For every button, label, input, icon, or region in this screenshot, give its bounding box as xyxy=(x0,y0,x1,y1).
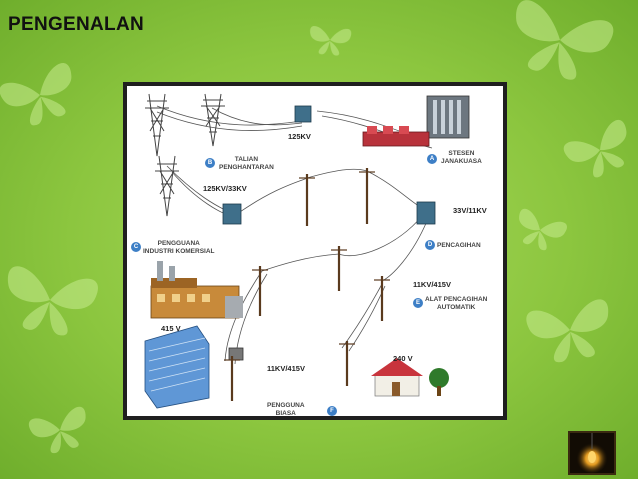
component-label: PENGGUANA INDUSTRI KOMERSIAL xyxy=(143,240,215,255)
component-label: PENGGUNA BIASA xyxy=(267,402,305,417)
voltage-label: 240 V xyxy=(393,354,413,363)
component-label: PENCAGIHAN xyxy=(437,242,481,249)
component-badge: A xyxy=(427,154,437,164)
component-badge: F xyxy=(327,406,337,416)
voltage-label: 11KV/415V xyxy=(413,280,451,289)
slide-title: PENGENALAN xyxy=(8,14,145,35)
component-label: ALAT PENCAGIHAN AUTOMATIK xyxy=(425,296,488,311)
light-bulb-icon xyxy=(568,431,616,475)
butterfly-icon xyxy=(27,405,94,458)
voltage-label: 415 V xyxy=(161,324,181,333)
voltage-label: 125KV xyxy=(288,132,311,141)
butterfly-icon xyxy=(502,0,616,88)
voltage-label: 33V/11KV xyxy=(453,206,487,215)
component-badge: D xyxy=(425,240,435,250)
component-badge: C xyxy=(131,242,141,252)
component-badge: B xyxy=(205,158,215,168)
component-badge: E xyxy=(413,298,423,308)
butterfly-icon xyxy=(308,25,352,57)
butterfly-icon xyxy=(510,207,569,256)
butterfly-icon xyxy=(0,264,100,341)
diagram-drawing xyxy=(144,93,470,409)
butterfly-icon xyxy=(0,60,85,134)
distribution-diagram: 125KV 125KV/33KV 33V/11KV 11KV/415V 415 … xyxy=(123,82,507,420)
butterfly-icon xyxy=(524,297,616,367)
component-label: TALIAN PENGHANTARAN xyxy=(219,156,274,171)
butterfly-icon xyxy=(561,117,638,186)
component-label: STESEN JANAKUASA xyxy=(441,150,482,165)
voltage-label: 125KV/33KV xyxy=(203,184,247,193)
voltage-label: 11KV/415V xyxy=(267,364,305,373)
